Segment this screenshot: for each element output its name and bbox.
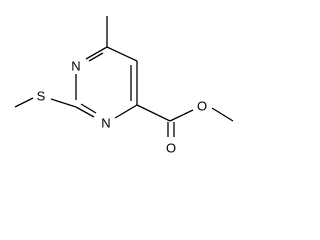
atom-label-n3: N — [101, 116, 110, 131]
bond-c4-carbonyl-carbon — [136, 104, 171, 122]
atom-label-sulfur: S — [37, 89, 46, 104]
bond-ester-oxygen-methyl — [211, 107, 234, 122]
atom-label-n1: N — [71, 59, 80, 74]
bond-c2-s — [50, 98, 77, 108]
bond-c2-n3-double — [80, 103, 97, 114]
molecule-diagram: N N S O O — [14, 16, 234, 156]
bond-c2-n3 — [75, 106, 95, 118]
bond-carbonyl-ester-oxygen — [169, 109, 194, 122]
bond-n3-c4 — [114, 104, 138, 119]
bond-c5-c6 — [106, 46, 138, 62]
bond-s-methyl — [14, 97, 34, 108]
bond-c6-n1 — [85, 46, 108, 60]
atom-label-ester-oxygen: O — [197, 99, 207, 114]
atom-label-carbonyl-oxygen: O — [166, 141, 176, 156]
bond-c6-n1-double — [88, 52, 104, 62]
chemical-structure-canvas: N N S O O — [14, 16, 234, 156]
